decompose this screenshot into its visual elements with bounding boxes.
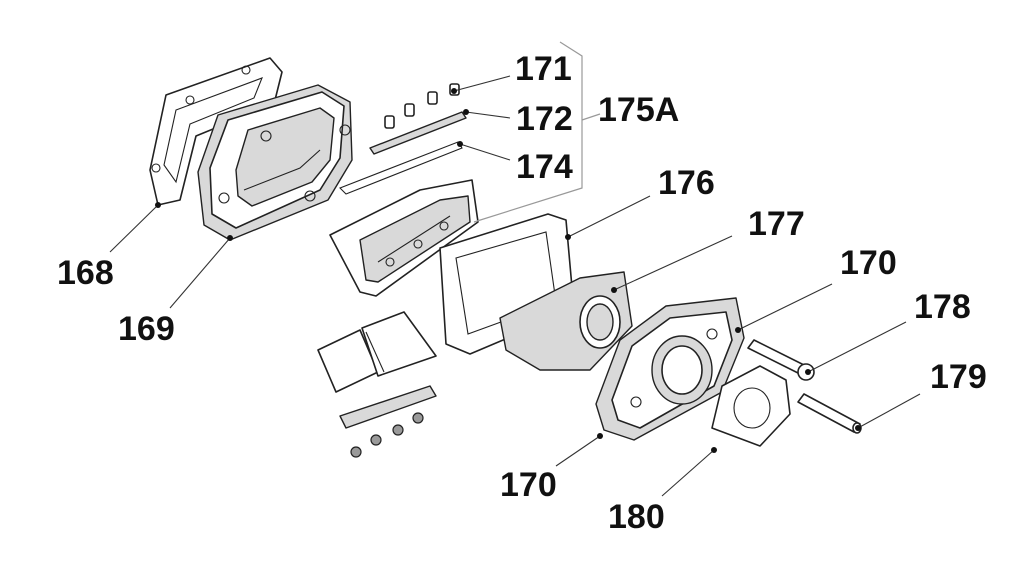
part-180-gasket (711, 365, 791, 447)
callout-175a: 175A (598, 91, 680, 129)
bracket-175a (473, 41, 601, 223)
callout-177: 177 (748, 205, 805, 243)
part-clamp-plate-lower (339, 385, 437, 458)
part-177-manifold (499, 271, 633, 371)
callout-168: 168 (57, 254, 114, 292)
callout-172: 172 (516, 100, 573, 138)
callout-176: 176 (658, 164, 715, 202)
part-169-housing (197, 84, 353, 241)
leader-lines (109, 75, 921, 497)
part-172-clamp-strip (369, 111, 467, 155)
callout-174: 174 (516, 148, 573, 186)
callout-170-bottom: 170 (500, 466, 557, 504)
part-179-pin (797, 393, 862, 434)
callout-169: 169 (118, 310, 175, 348)
part-170-flange (595, 297, 745, 441)
callout-171: 171 (515, 50, 572, 88)
callout-180: 180 (608, 498, 665, 536)
callout-179: 179 (930, 358, 987, 396)
callout-170-top: 170 (840, 244, 897, 282)
part-175a-reed-cage (329, 179, 479, 297)
part-reed-petals (317, 311, 437, 393)
callout-178: 178 (914, 288, 971, 326)
part-174-reed (339, 141, 463, 195)
